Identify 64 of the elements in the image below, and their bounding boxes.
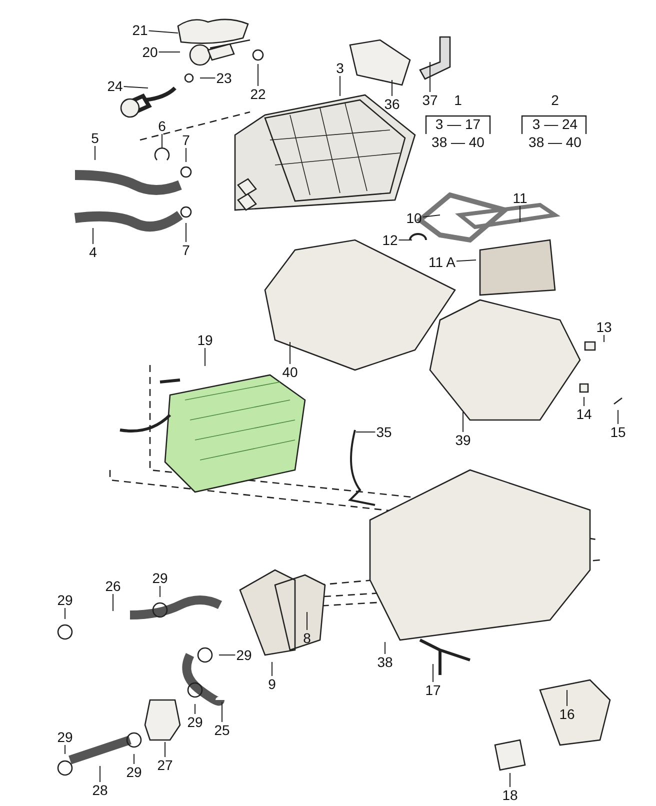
callout-number: 38 (376, 654, 394, 670)
part-range: 3 — 17 (434, 116, 482, 132)
leader-line (456, 260, 476, 262)
callout-number: 37 (421, 92, 439, 108)
callout-number: 7 (181, 132, 191, 148)
leader-line (218, 654, 236, 656)
callout-number: 10 (405, 210, 423, 226)
callout-number: 14 (575, 406, 593, 422)
leader-line (112, 594, 114, 612)
callout-number: 29 (125, 764, 143, 780)
callout-number: 35 (375, 424, 393, 440)
set-number: 2 (550, 92, 560, 108)
callout-number: 15 (609, 424, 627, 440)
leader-line (64, 608, 66, 620)
leader-line (94, 146, 96, 160)
part-range: 38 — 40 (528, 134, 582, 150)
leader-line (462, 412, 464, 432)
callout-number: 6 (157, 118, 167, 134)
callout-number: 29 (235, 647, 253, 663)
callout-number: 39 (454, 432, 472, 448)
callout-number: 7 (181, 242, 191, 258)
callout-number: 25 (213, 722, 231, 738)
callout-number: 23 (215, 70, 233, 86)
callout-number: 5 (90, 130, 100, 146)
callout-number: 26 (104, 578, 122, 594)
part-range: 3 — 24 (531, 116, 579, 132)
callout-number: 36 (383, 96, 401, 112)
leader-line (123, 86, 148, 88)
callout-number: 29 (56, 592, 74, 608)
leader-line (422, 214, 440, 218)
callout-number: 12 (381, 232, 399, 248)
callout-number: 40 (281, 364, 299, 380)
leader-line (148, 30, 178, 34)
callout-number: 17 (424, 682, 442, 698)
callout-number: 28 (91, 782, 109, 798)
callout-number: 16 (558, 706, 576, 722)
set-number: 1 (453, 92, 463, 108)
callout-number: 20 (141, 44, 159, 60)
part-range: 38 — 40 (430, 134, 486, 150)
callout-number: 22 (249, 86, 267, 102)
leader-line (432, 664, 434, 682)
callout-number: 11 A (428, 254, 456, 270)
callout-number: 27 (156, 757, 174, 773)
callout-number: 13 (595, 319, 613, 335)
leader-line (194, 704, 196, 714)
leader-line (64, 744, 66, 754)
leader-line (384, 642, 386, 654)
callout-number: 19 (196, 332, 214, 348)
leader-line (92, 228, 94, 244)
callout-number: 3 (335, 60, 345, 76)
callout-number: 18 (501, 787, 519, 803)
leader-line (204, 348, 206, 366)
callout-number: 11 (512, 190, 528, 206)
callout-number: 4 (88, 244, 98, 260)
callout-number: 24 (106, 78, 124, 94)
callout-number: 8 (302, 630, 312, 646)
leader-line (566, 690, 568, 706)
callout-number: 21 (131, 22, 149, 38)
callout-number: 29 (56, 729, 74, 745)
callout-number: 29 (186, 714, 204, 730)
leader-line (306, 612, 308, 630)
callout-number: 29 (151, 570, 169, 586)
callout-number: 9 (267, 676, 277, 692)
leader-line (164, 742, 166, 758)
